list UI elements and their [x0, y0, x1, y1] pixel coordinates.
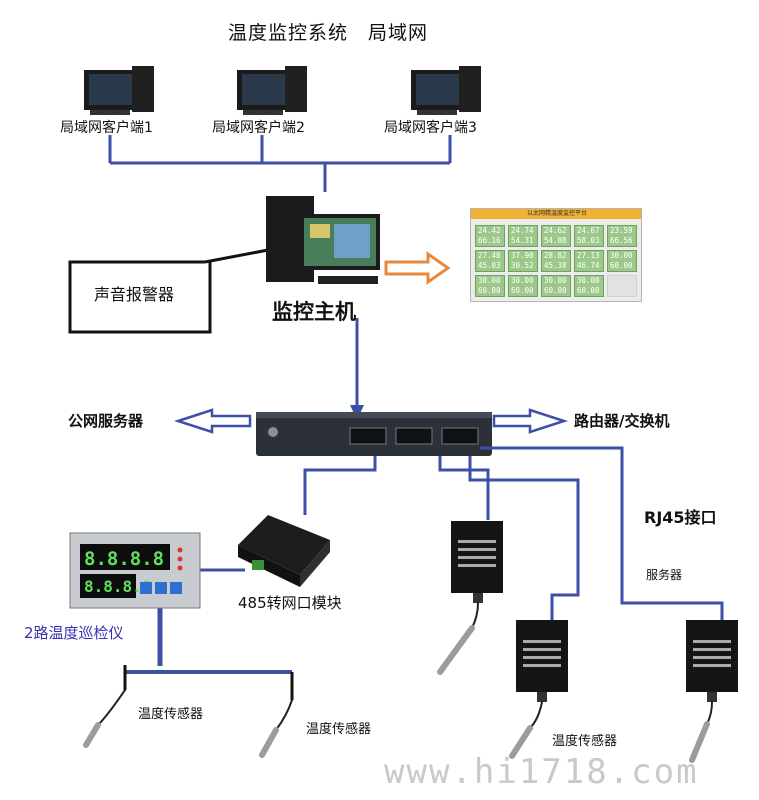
inspector-label: 2路温度巡检仪 — [24, 624, 124, 642]
diagram-title: 温度监控系统 局域网 — [228, 22, 429, 44]
transmitter3-device — [686, 620, 738, 702]
monitor-host-label: 监控主机 — [272, 300, 356, 324]
panel-tile-temp: 24.62 — [544, 226, 567, 235]
svg-text:8.8.8.8: 8.8.8.8 — [84, 548, 164, 570]
panel-tile-temp: 30.00 — [511, 276, 534, 285]
panel-tile-humidity: 45.38 — [544, 261, 567, 270]
panel-tile-humidity: 54.31 — [511, 236, 534, 245]
panel-tile-humidity: 58.03 — [577, 236, 600, 245]
panel-tile — [607, 275, 637, 297]
panel-tile-humidity: 45.03 — [478, 261, 501, 270]
svg-text:8.8.8.8: 8.8.8.8 — [84, 577, 151, 596]
client1-label: 局域网客户端1 — [60, 120, 153, 136]
client3-computer-icon — [411, 66, 481, 115]
display-arrow — [384, 251, 451, 285]
client2-computer-icon — [237, 66, 307, 115]
panel-tile-temp: 24.42 — [478, 226, 501, 235]
panel-tile-temp: 30.00 — [478, 276, 501, 285]
switch-tx1-link — [438, 456, 490, 520]
panel-tile-temp: 27.48 — [478, 251, 501, 260]
panel-tile-temp: 37.90 — [511, 251, 534, 260]
panel-header: 以太网精温度监控平台 — [471, 209, 641, 219]
alarm-bracket — [68, 260, 212, 334]
panel-tile-temp: 28.82 — [544, 251, 567, 260]
panel-tile-humidity: 66.56 — [610, 236, 633, 245]
panel-tile-temp: 30.00 — [577, 276, 600, 285]
panel-tile-humidity: 54.88 — [544, 236, 567, 245]
module-485-label: 485转网口模块 — [238, 594, 342, 612]
panel-tile-temp: 27.13 — [577, 251, 600, 260]
rj45-label: RJ45接口 — [644, 508, 717, 527]
alarm-link — [204, 248, 269, 264]
panel-tile-humidity: 66.16 — [478, 236, 501, 245]
sensor-label: 温度传感器 — [552, 734, 618, 749]
panel-tile-humidity: 60.00 — [577, 286, 600, 295]
sound-alarm-label: 声音报警器 — [94, 285, 175, 304]
panel-tile-temp: 30.00 — [610, 251, 633, 260]
switch-tx2-link — [468, 456, 580, 620]
client2-label: 局域网客户端2 — [212, 120, 305, 136]
transmitter2-device — [516, 620, 568, 702]
switch-ports — [349, 427, 479, 445]
switch-tx3-link — [480, 446, 724, 620]
module-485-device — [238, 515, 330, 587]
panel-tile-temp: 30.00 — [544, 276, 567, 285]
panel-tile-humidity: 60.00 — [478, 286, 501, 295]
router-arrow — [492, 408, 569, 434]
inspector-device: 8.8.8.8 8.8.8.8 — [69, 532, 201, 609]
public-server-label: 公网服务器 — [68, 412, 144, 430]
panel-tile-humidity: 60.00 — [544, 286, 567, 295]
client1-computer-icon — [84, 66, 154, 115]
sensor-label: 温度传感器 — [306, 722, 372, 737]
panel-tile-humidity: 30.52 — [511, 261, 534, 270]
sensor-probes — [83, 602, 713, 763]
client3-label: 局域网客户端3 — [384, 120, 477, 136]
host-computer-icon — [266, 196, 380, 284]
panel-tile-humidity: 46.74 — [577, 261, 600, 270]
transmitter1-device — [451, 521, 503, 603]
panel-tile-temp: 23.59 — [610, 226, 633, 235]
panel-tile-humidity: 60.00 — [511, 286, 534, 295]
panel-tile-humidity: 60.00 — [610, 261, 633, 270]
public-server-arrow — [173, 408, 252, 434]
server-label: 服务器 — [646, 568, 683, 582]
panel-tile-temp: 24.67 — [577, 226, 600, 235]
switch-485-link — [303, 456, 377, 515]
panel-tile-temp: 24.74 — [511, 226, 534, 235]
watermark-text: www.hi1718.com — [384, 752, 699, 792]
router-switch-label: 路由器/交换机 — [574, 412, 670, 430]
sensor-label: 温度传感器 — [138, 707, 204, 722]
